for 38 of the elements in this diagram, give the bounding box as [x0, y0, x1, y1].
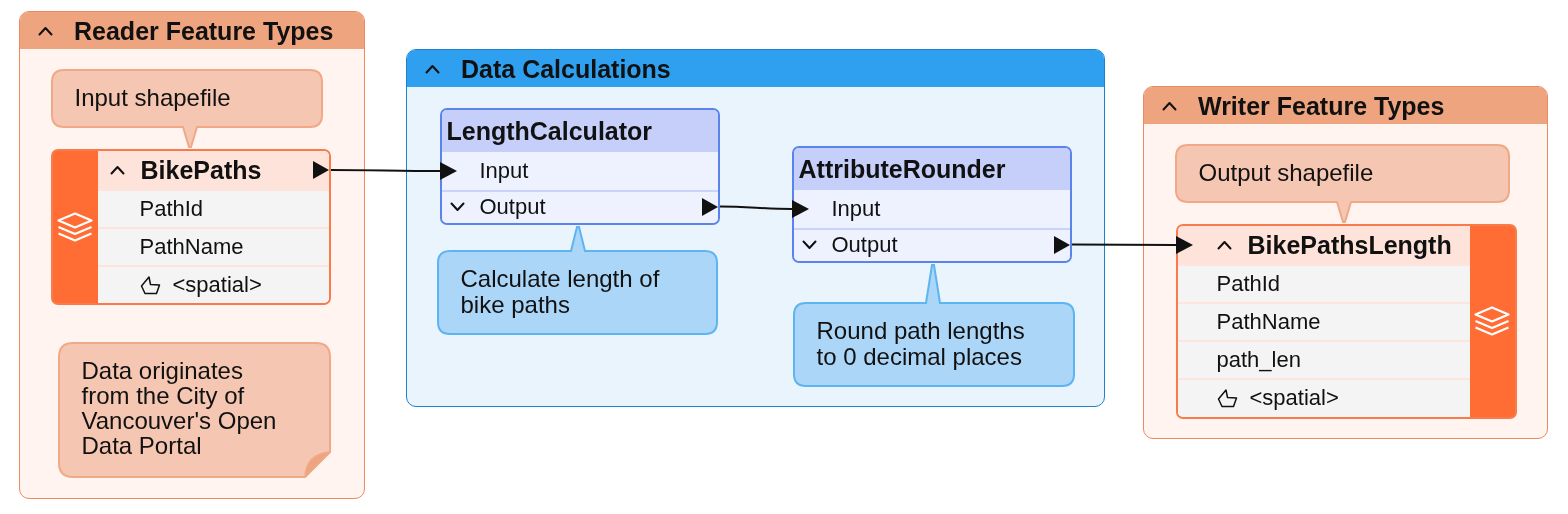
attribute-name: PathId	[1216, 270, 1281, 297]
attribute-name: <spatial>	[1249, 385, 1339, 412]
connector-arrow	[719, 200, 809, 218]
sticky-note	[57, 341, 331, 478]
feature-type-name: BikePaths	[140, 154, 262, 185]
group-panel	[406, 49, 1105, 407]
callout-bubble	[436, 225, 718, 335]
attribute-name: path_len	[1216, 347, 1301, 374]
panel-title: Writer Feature Types	[1198, 90, 1445, 121]
port-label: Output	[831, 232, 898, 258]
attribute-name: PathName	[139, 233, 244, 260]
panel-title: Reader Feature Types	[74, 15, 334, 46]
transformer-name: AttributeRounder	[798, 153, 1006, 184]
callout-text: Input shapefile	[74, 85, 231, 111]
callout-bubble	[50, 68, 323, 148]
port-label: Input	[479, 157, 529, 184]
connector-arrow	[1071, 236, 1193, 254]
connector-arrow	[330, 162, 457, 180]
callout-text: Calculate length of bike paths	[460, 266, 661, 318]
callout-bubble	[1174, 143, 1510, 223]
attribute-name: PathId	[139, 195, 204, 222]
group-panel	[1143, 86, 1548, 439]
feature-type-name: BikePathsLength	[1247, 229, 1452, 260]
attribute-name: PathName	[1216, 308, 1321, 335]
feature-type-card	[50, 148, 331, 305]
attribute-name: <spatial>	[172, 271, 262, 298]
panel-title: Data Calculations	[461, 53, 671, 84]
port-label: Output	[479, 194, 546, 220]
callout-text: Output shapefile	[1198, 160, 1374, 186]
note-text: Data originates from the City of Vancouver's Open Data Portal	[81, 357, 278, 458]
group-panel	[19, 11, 365, 499]
transformer-card	[791, 145, 1072, 263]
transformer-card	[439, 107, 720, 225]
transformer-name: LengthCalculator	[446, 115, 653, 146]
callout-text: Round path lengths to 0 decimal places	[816, 318, 1026, 370]
callout-bubble	[792, 263, 1075, 387]
port-label: Input	[831, 195, 881, 222]
feature-type-card	[1175, 223, 1517, 419]
